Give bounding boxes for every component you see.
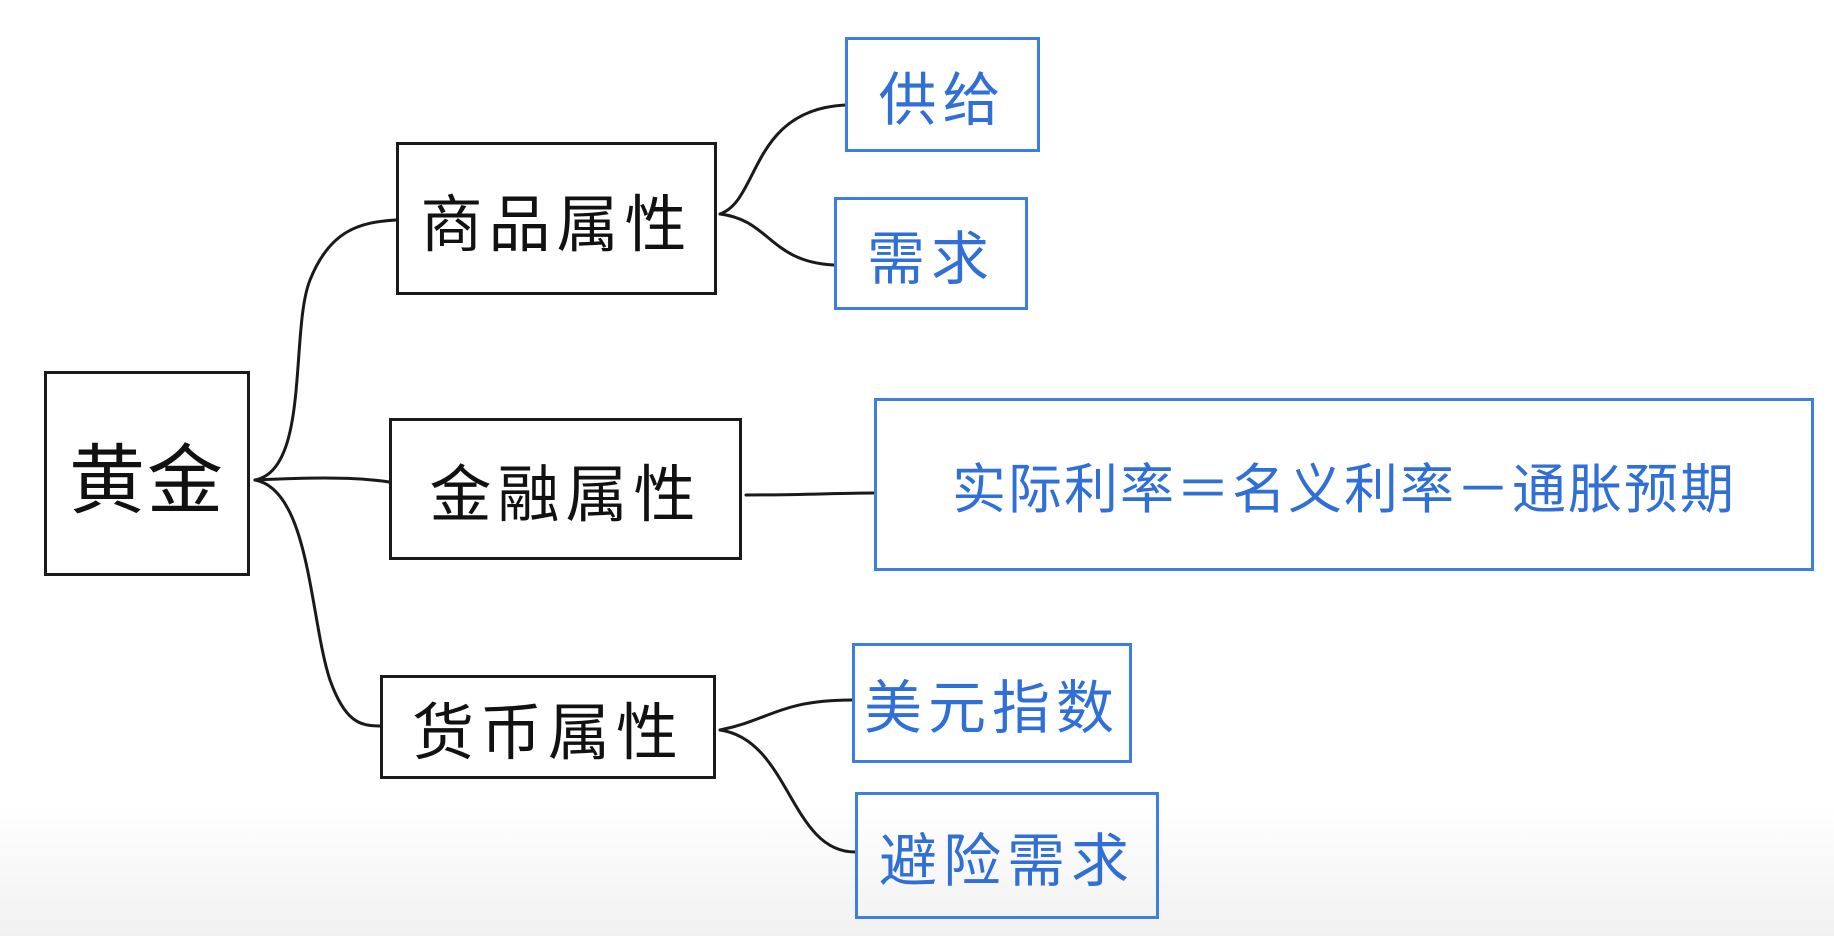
category-label: 货币属性 xyxy=(411,696,684,769)
connector-commodity-supply xyxy=(718,103,847,216)
connector-root-financial xyxy=(253,476,391,484)
leaf-node-real-rate-formula: 实际利率＝名义利率－通胀预期 xyxy=(874,398,1814,571)
connector-commodity-demand xyxy=(718,212,836,267)
category-node-currency: 货币属性 xyxy=(380,675,716,779)
root-node-gold: 黄金 xyxy=(44,371,250,576)
connector-root-commodity xyxy=(253,218,398,482)
leaf-label: 美元指数 xyxy=(863,674,1120,742)
category-node-commodity: 商品属性 xyxy=(396,142,717,295)
category-label: 金融属性 xyxy=(429,458,702,531)
root-node-label: 黄金 xyxy=(69,435,225,525)
connector-financial-formula xyxy=(744,491,876,497)
leaf-label: 避险需求 xyxy=(878,826,1135,895)
category-label: 商品属性 xyxy=(420,187,693,261)
leaf-label: 需求 xyxy=(866,224,995,293)
leaf-node-demand: 需求 xyxy=(834,197,1028,310)
connector-currency-hedge xyxy=(718,728,857,854)
connector-currency-usd xyxy=(718,698,854,732)
leaf-node-supply: 供给 xyxy=(845,37,1040,152)
category-node-financial: 金融属性 xyxy=(389,418,742,560)
leaf-label: 供给 xyxy=(878,65,1007,134)
leaf-label: 实际利率＝名义利率－通胀预期 xyxy=(952,458,1736,521)
connector-root-currency xyxy=(253,478,382,728)
leaf-node-usd-index: 美元指数 xyxy=(852,643,1132,763)
leaf-node-hedging-demand: 避险需求 xyxy=(855,792,1159,919)
